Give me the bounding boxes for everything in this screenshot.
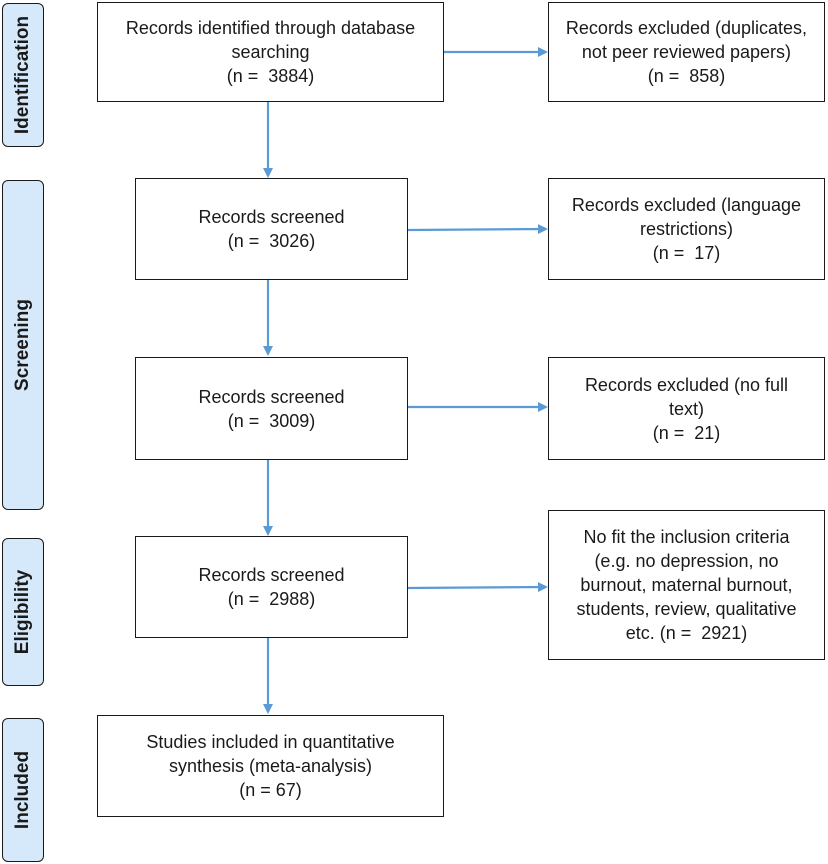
phase-eligibility: Eligibility <box>2 538 44 686</box>
box-text-line: Records identified through database <box>125 18 416 38</box>
box-text-line: synthesis (meta-analysis) <box>168 756 373 776</box>
box-text-line: Records excluded (no full <box>584 374 789 395</box>
box-text-line: (n = 3026) <box>227 231 316 251</box>
box-text-line: burnout, maternal burnout, <box>580 575 793 595</box>
box-text-line: (n = 2988) <box>227 589 316 609</box>
box-text: Records screened (n = 3026) <box>198 205 344 253</box>
box-text-line: (n = 17) <box>652 243 721 263</box>
box-studies-included: Studies included in quantitative synthesi… <box>97 715 444 817</box>
box-records-screened-2: Records screened (n = 3009) <box>135 357 408 460</box>
box-text-line: text) <box>668 398 704 419</box>
box-text: Records excluded (duplicates, not peer re… <box>566 16 807 88</box>
box-text-line: restrictions) <box>639 219 733 239</box>
box-text: Records excluded (language restrictions) (… <box>572 193 801 265</box>
box-text: Records screened (n = 3009) <box>198 385 344 433</box>
phase-included: Included <box>2 718 44 862</box>
box-text-line: Studies included in quantitative <box>146 732 395 752</box>
box-text-line: (n = 3884) <box>226 66 315 86</box>
phase-screening: Screening <box>2 180 44 510</box>
box-text: Records screened (n = 2988) <box>198 563 344 611</box>
arrow-right-2 <box>407 224 548 235</box>
box-records-screened-3: Records screened (n = 2988) <box>135 536 408 638</box>
box-text-line: students, review, qualitative <box>576 599 797 619</box>
box-text-line: (n = 21) <box>652 422 721 443</box>
box-text-line: (e.g. no depression, no <box>594 551 779 571</box>
box-records-screened-1: Records screened (n = 3026) <box>135 178 408 280</box>
box-excluded-duplicates: Records excluded (duplicates, not peer re… <box>548 2 825 102</box>
box-text: No fit the inclusion criteria (e.g. no de… <box>576 525 796 645</box>
box-excluded-language: Records excluded (language restrictions) (… <box>548 178 825 280</box>
box-text: Records excluded (no full text) (n = 21) <box>585 373 788 445</box>
box-text-line: (n = 858) <box>647 66 726 86</box>
box-text-line: Records screened <box>198 207 345 227</box>
box-excluded-fulltext: Records excluded (no full text) (n = 21) <box>548 357 825 460</box>
box-text-line: Records screened <box>198 386 345 407</box>
box-text: Records identified through database searc… <box>126 16 415 88</box>
box-records-identified: Records identified through database searc… <box>97 2 444 102</box>
box-text-line: Records excluded (language <box>571 195 802 215</box>
box-text-line: (n = 3009) <box>227 410 316 431</box>
arrow-right-4 <box>407 582 548 593</box>
box-excluded-criteria: No fit the inclusion criteria (e.g. no de… <box>548 510 825 660</box>
box-text-line: No fit the inclusion criteria <box>583 527 790 547</box>
box-text-line: Records excluded (duplicates, <box>565 18 808 38</box>
box-text-line: Records screened <box>198 565 345 585</box>
box-text-line: etc. (n = 2921) <box>625 623 748 643</box>
phase-identification: Identification <box>2 3 44 147</box>
box-text-line: searching <box>231 42 310 62</box>
box-text: Studies included in quantitative synthesi… <box>146 730 394 802</box>
box-text-line: not peer reviewed papers) <box>581 42 792 62</box>
box-text-line: (n = 67) <box>239 780 302 800</box>
